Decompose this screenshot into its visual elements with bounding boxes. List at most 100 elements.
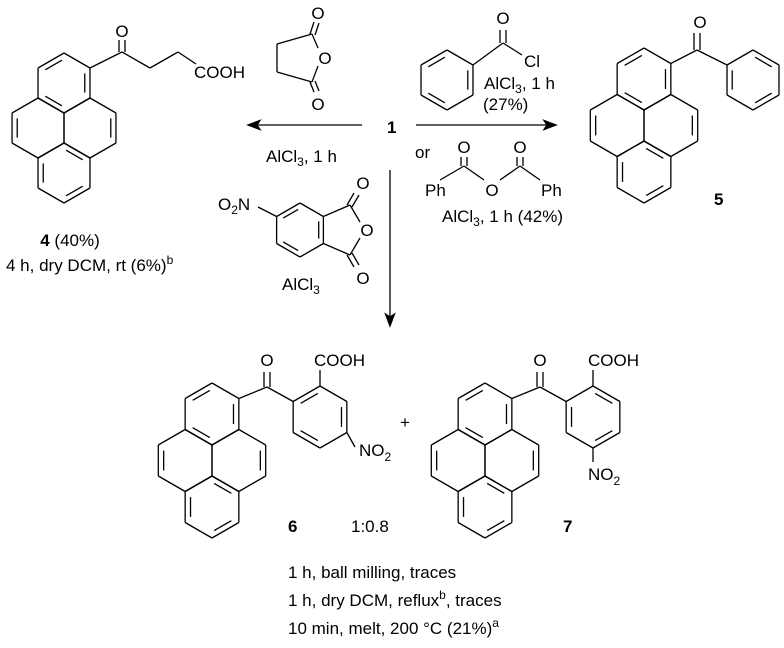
ring-bond	[63, 187, 91, 204]
ring-bond	[420, 94, 448, 111]
double-bond	[594, 430, 613, 442]
double-bond	[465, 427, 484, 439]
atom-o: O	[693, 13, 706, 32]
double-bond	[300, 392, 319, 404]
ring-bond	[484, 521, 513, 539]
ring-bond	[63, 97, 91, 114]
ring-bond	[184, 521, 213, 539]
down-conditions: AlCl3	[282, 275, 320, 297]
bond	[276, 33, 313, 45]
ring-bond	[752, 49, 780, 66]
right-conditions-1: AlCl3, 1 h	[484, 74, 555, 96]
ring-bond	[643, 186, 672, 204]
ring-bond	[643, 93, 672, 111]
bond	[511, 386, 541, 400]
atom-o: O	[115, 22, 128, 41]
double-bond	[465, 389, 484, 401]
double-bond	[213, 482, 232, 494]
compound-4-label: 4 (40%)	[40, 231, 100, 250]
compound-7-label: 7	[563, 517, 572, 536]
ring-bond	[11, 97, 39, 114]
ring-bond	[276, 242, 301, 258]
ring-bond	[643, 140, 672, 158]
bond	[472, 42, 504, 66]
nitro-group: O2N	[218, 195, 250, 217]
ring-bond	[430, 475, 459, 493]
ring-bond	[11, 142, 39, 159]
ring-bond	[457, 428, 486, 446]
ring-bond	[184, 382, 213, 400]
ring-bond	[565, 385, 594, 403]
bond	[349, 204, 361, 223]
plus-sign: +	[400, 413, 410, 432]
bond	[177, 51, 197, 65]
ring-bond	[292, 431, 321, 449]
ring-bond	[457, 475, 486, 493]
bond	[257, 206, 277, 218]
double-bond	[624, 54, 643, 66]
ring-bond	[616, 47, 645, 65]
arrow-left	[246, 119, 362, 131]
bond	[539, 386, 567, 403]
bond	[502, 42, 523, 56]
ring-bond	[89, 97, 117, 114]
bond	[311, 33, 319, 49]
bond	[121, 51, 151, 69]
ring-bond	[592, 431, 621, 449]
double-bond	[65, 185, 84, 197]
ring-bond	[589, 140, 618, 158]
ring-bond	[616, 93, 645, 111]
double-bond	[65, 149, 84, 161]
ring-bond	[211, 382, 240, 400]
ring-bond	[511, 475, 540, 493]
phenyl-group: Ph	[541, 181, 562, 200]
or-label: or	[415, 143, 430, 162]
atom-o: O	[311, 95, 324, 114]
double-bond	[282, 241, 299, 252]
atom-o: O	[513, 138, 526, 157]
double-bond	[427, 56, 446, 68]
double-bond	[213, 520, 232, 532]
double-bond	[314, 22, 320, 36]
double-bond	[427, 92, 446, 104]
ring-bond	[37, 187, 65, 204]
ring-bond	[211, 428, 240, 446]
double-bond	[645, 185, 664, 197]
ring-bond	[616, 186, 645, 204]
compound-1-label: 1	[387, 118, 396, 137]
double-bond	[192, 427, 211, 439]
bond-lines	[11, 21, 780, 539]
atom-o: O	[496, 9, 509, 28]
atom-o: O	[485, 181, 498, 200]
bond	[499, 165, 521, 181]
double-bond	[624, 92, 643, 104]
bond	[463, 165, 485, 181]
double-bond	[351, 194, 360, 208]
ring-bond	[616, 140, 645, 158]
ring-bond	[457, 521, 486, 539]
ring-bond	[484, 428, 513, 446]
bond	[349, 237, 361, 256]
ring-bond	[565, 431, 594, 449]
compound-6-label: 6	[288, 517, 297, 536]
compound-5-label: 5	[714, 190, 723, 209]
bond	[276, 71, 313, 83]
cooh-group: COOH	[194, 63, 245, 82]
bond	[266, 386, 294, 403]
ring-bond	[37, 142, 65, 159]
ring-bond	[484, 475, 513, 493]
ring-bond	[430, 428, 459, 446]
ring-bond	[37, 52, 65, 69]
ring-bond	[670, 93, 699, 111]
bond	[670, 49, 698, 65]
compound-4-alt-conditions: 4 h, dry DCM, rt (6%)b	[6, 253, 174, 275]
ring-bond	[299, 202, 324, 218]
double-bond	[346, 192, 355, 206]
double-bond	[44, 95, 63, 107]
phenyl-group: Ph	[425, 181, 446, 200]
ring-bond	[643, 47, 672, 65]
double-bond	[486, 482, 505, 494]
ring-bond	[184, 428, 213, 446]
bond	[323, 242, 351, 256]
ring-bond	[752, 94, 780, 111]
